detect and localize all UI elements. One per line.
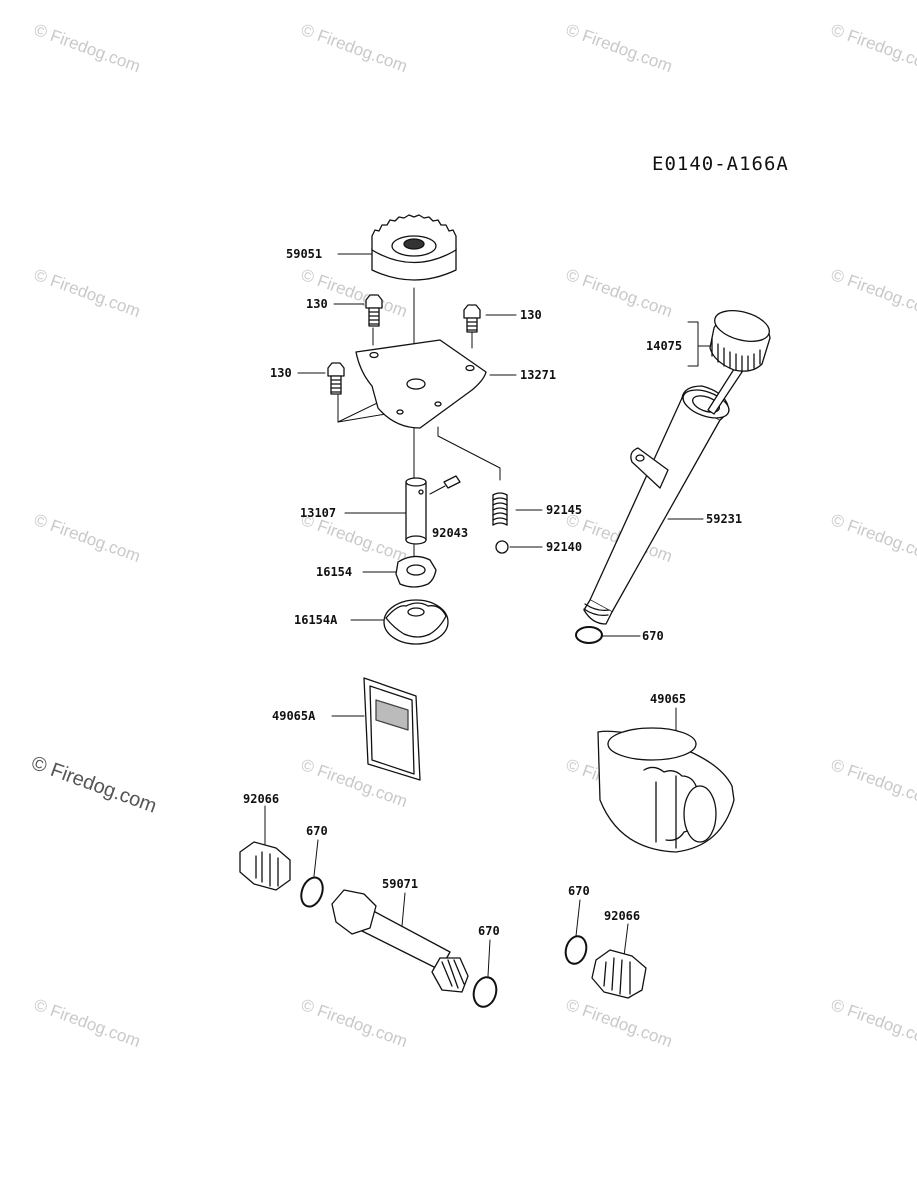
label-130-b: 130 <box>520 308 542 322</box>
label-92145: 92145 <box>546 503 583 517</box>
label-92043: 92043 <box>432 526 469 540</box>
bolt-130-a <box>365 294 383 327</box>
label-670-tube: 670 <box>642 629 664 643</box>
shaft-13107 <box>405 477 427 545</box>
oring-670-tube <box>575 626 603 644</box>
label-59071: 59071 <box>382 877 419 891</box>
fitting-59071 <box>331 889 469 993</box>
oil-filter-49065 <box>597 727 735 853</box>
filler-tube-59231 <box>583 385 730 625</box>
label-92140: 92140 <box>546 540 583 554</box>
screen-49065A <box>363 677 421 781</box>
plug-92066-left <box>239 841 291 891</box>
oring-670-fitting <box>472 976 498 1008</box>
label-670-right: 670 <box>568 884 590 898</box>
rotor-16154 <box>395 555 437 588</box>
bolt-130-c <box>327 362 345 395</box>
ball-92140 <box>495 540 509 554</box>
bolt-130-b <box>463 304 481 333</box>
rotor-16154A <box>383 599 449 645</box>
label-670-left: 670 <box>306 824 328 838</box>
label-13271: 13271 <box>520 368 557 382</box>
label-59051: 59051 <box>286 247 323 261</box>
oring-670-right <box>564 935 588 965</box>
plate-13271 <box>355 339 487 429</box>
diagram-code: E0140-A166A <box>652 153 789 175</box>
oring-670-left <box>300 876 324 908</box>
pin-92043 <box>443 475 461 489</box>
plug-92066-right <box>591 949 647 999</box>
gear-59051 <box>371 214 457 281</box>
label-670-fitting: 670 <box>478 924 500 938</box>
label-14075: 14075 <box>646 339 683 353</box>
label-16154: 16154 <box>316 565 353 579</box>
label-59231: 59231 <box>706 512 743 526</box>
label-92066-left: 92066 <box>243 792 280 806</box>
label-13107: 13107 <box>300 506 337 520</box>
spring-92145 <box>492 492 508 526</box>
label-130-c: 130 <box>270 366 292 380</box>
label-49065: 49065 <box>650 692 687 706</box>
label-49065A: 49065A <box>272 709 316 723</box>
label-130-a: 130 <box>306 297 328 311</box>
label-16154A: 16154A <box>294 613 338 627</box>
dipstick-cap-14075 <box>707 310 771 415</box>
label-92066-right: 92066 <box>604 909 641 923</box>
